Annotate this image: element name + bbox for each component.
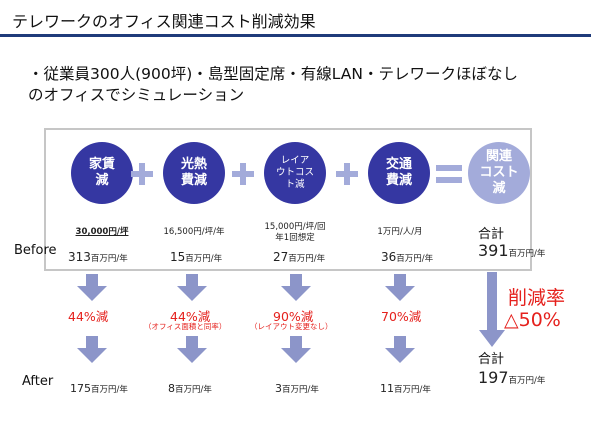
transport-unit-price: 1万円/人/月 <box>377 227 423 237</box>
total-after-number: 197 <box>478 368 509 387</box>
rent-reduction-label: 家賃 減 <box>88 157 115 188</box>
down-arrow-icon <box>77 274 107 301</box>
total-after-unit: 百万円/年 <box>508 376 546 386</box>
layout-reduction-pct: 90%減 <box>273 309 314 324</box>
utility-reduction-label: 光熱 費減 <box>180 157 207 188</box>
reduction-rate-value: △50% <box>504 309 561 331</box>
layout-after-number: 3 <box>275 382 282 395</box>
utility-unit-price: 16,500円/坪/年 <box>163 227 225 237</box>
transport-after-unit: 百万円/年 <box>394 385 431 395</box>
utility-reduction-pct: 44%減 <box>170 309 211 324</box>
transport-before-value: 36百万円/年 <box>381 246 433 265</box>
rent-after-value: 175百万円/年 <box>70 377 128 396</box>
layout-after-value: 3百万円/年 <box>275 377 319 396</box>
transport-reduction-label: 交通 費減 <box>385 157 412 188</box>
rent-before-value: 313百万円/年 <box>68 246 128 265</box>
subtitle-line-1: ・従業員300人(900坪)・島型固定席・有線LAN・テレワークほぼなし <box>28 65 518 83</box>
related-cost-reduction-label: 関連 コスト 減 <box>479 149 519 196</box>
layout-unit-price: 15,000円/坪/回 年1回想定 <box>250 222 340 244</box>
cost-items-frame <box>44 128 532 271</box>
layout-before-number: 27 <box>273 250 289 264</box>
transport-reduction-circle: 交通 費減 <box>368 142 430 204</box>
related-cost-reduction-circle: 関連 コスト 減 <box>468 142 530 204</box>
utility-before-unit: 百万円/年 <box>185 254 223 264</box>
subtitle-line-2: のオフィスでシミュレーション <box>28 86 245 104</box>
layout-unit-price-line-2: 年1回想定 <box>275 233 315 243</box>
total-before-label: 合計 <box>478 227 505 242</box>
total-after-label: 合計 <box>478 352 505 367</box>
subtitle: ・従業員300人(900坪)・島型固定席・有線LAN・テレワークほぼなし のオフ… <box>28 64 518 106</box>
rent-before-unit: 百万円/年 <box>90 254 128 264</box>
before-row-label: Before <box>14 243 57 258</box>
rent-after-number: 175 <box>70 382 91 395</box>
rent-reduction-pct: 44%減 <box>68 309 109 324</box>
utility-after-value: 8百万円/年 <box>168 377 212 396</box>
long-down-arrow-icon <box>479 272 505 347</box>
rent-unit-price: 30,000円/坪 <box>75 227 129 237</box>
layout-unit-price-line-1: 15,000円/坪/回 <box>264 222 326 232</box>
layout-cost-reduction-circle: レイア ウトコス ト減 <box>264 142 326 204</box>
layout-before-unit: 百万円/年 <box>288 254 326 264</box>
utility-reduction-note: （オフィス面積と同率） <box>144 322 227 331</box>
down-arrow-icon <box>177 336 207 363</box>
down-arrow-icon <box>281 336 311 363</box>
utility-before-value: 15百万円/年 <box>170 246 222 265</box>
plus-icon <box>336 163 358 185</box>
page-title: テレワークのオフィス関連コスト削減効果 <box>12 12 316 31</box>
utility-before-number: 15 <box>170 250 186 264</box>
transport-reduction-pct: 70%減 <box>381 309 422 324</box>
layout-reduction-note: （レイアウト変更なし） <box>250 322 333 331</box>
total-after-value: 197百万円/年 <box>478 368 545 387</box>
total-before-unit: 百万円/年 <box>508 249 546 259</box>
plus-icon <box>232 163 254 185</box>
layout-before-value: 27百万円/年 <box>273 246 325 265</box>
utility-after-unit: 百万円/年 <box>175 385 212 395</box>
total-before-value: 391百万円/年 <box>478 241 545 260</box>
title-rule <box>0 34 591 37</box>
reduction-rate-label: 削減率 <box>508 287 566 309</box>
down-arrow-icon <box>385 336 415 363</box>
transport-after-value: 11百万円/年 <box>380 377 431 396</box>
equals-icon <box>436 165 462 183</box>
layout-cost-reduction-label: レイア ウトコス ト減 <box>275 155 314 190</box>
transport-before-unit: 百万円/年 <box>396 254 434 264</box>
utility-after-number: 8 <box>168 382 175 395</box>
down-arrow-icon <box>281 274 311 301</box>
layout-after-unit: 百万円/年 <box>282 385 319 395</box>
utility-reduction-circle: 光熱 費減 <box>163 142 225 204</box>
rent-before-number: 313 <box>68 250 91 264</box>
after-row-label: After <box>22 374 54 389</box>
down-arrow-icon <box>77 336 107 363</box>
transport-after-number: 11 <box>380 382 394 395</box>
down-arrow-icon <box>385 274 415 301</box>
transport-before-number: 36 <box>381 250 397 264</box>
rent-after-unit: 百万円/年 <box>91 385 128 395</box>
total-before-number: 391 <box>478 241 509 260</box>
plus-icon <box>131 163 153 185</box>
rent-reduction-circle: 家賃 減 <box>71 142 133 204</box>
down-arrow-icon <box>177 274 207 301</box>
